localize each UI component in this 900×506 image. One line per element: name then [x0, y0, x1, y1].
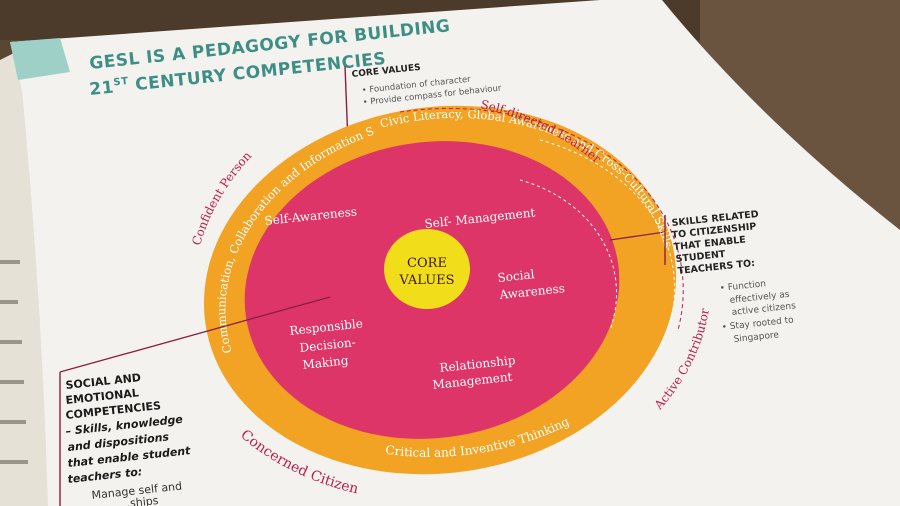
left-page-text-stub-6 — [0, 460, 28, 464]
center-label-2: VALUES — [398, 273, 454, 288]
core-values-center — [384, 229, 470, 309]
citizenship-bullet-2b: Singapore — [733, 330, 780, 345]
teal-corner-stripe — [10, 38, 70, 80]
sec-leader-line — [59, 296, 331, 373]
left-page-text-stub-1 — [0, 260, 20, 264]
social-awareness-label-2: Awareness — [498, 281, 566, 302]
citizenship-bullet-1a: • Function — [719, 279, 766, 294]
left-page-text-stub-2 — [0, 300, 18, 304]
responsible-label-2: Decision- — [299, 335, 356, 355]
left-page-text-stub-5 — [0, 420, 26, 424]
inner-dashed-divider — [519, 179, 617, 331]
citizenship-heading-4: STUDENT — [675, 249, 726, 265]
outer-dashed-arc — [399, 107, 684, 331]
responsible-label-3: Making — [302, 353, 349, 372]
social-awareness-label-1: Social — [497, 267, 535, 285]
left-page-text-stub-3 — [0, 340, 22, 344]
center-label-1: CORE — [407, 256, 447, 271]
citizenship-leader-line — [609, 231, 666, 241]
left-page-text-stub-4 — [0, 380, 24, 384]
ring-dashed-divider — [539, 139, 676, 351]
sec-bullet-partial-2: ...ships — [119, 494, 159, 506]
